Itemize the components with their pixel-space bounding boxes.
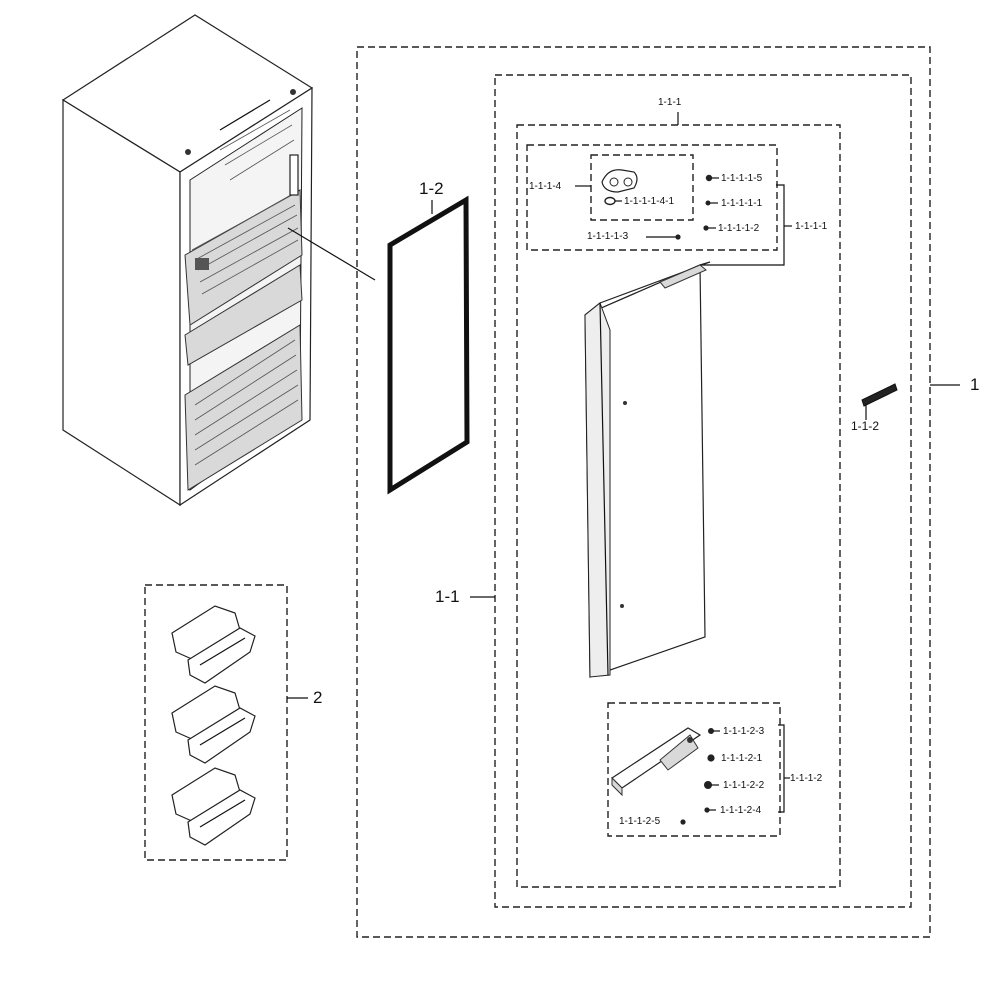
screw-icons-hinge bbox=[646, 174, 719, 240]
callout-1-1-1-1-3: 1-1-1-1-3 bbox=[587, 231, 629, 242]
callout-1-1-1-1-1: 1-1-1-1-1 bbox=[721, 198, 763, 209]
door-bin-2 bbox=[171, 685, 256, 764]
callout-1-1-1-2-1: 1-1-1-2-1 bbox=[721, 753, 763, 764]
group-box-1-1-1-2 bbox=[607, 702, 781, 837]
callout-1-1: 1-1 bbox=[435, 587, 460, 606]
callout-1-1-1-1-2: 1-1-1-1-2 bbox=[718, 223, 760, 234]
door-trim-strip bbox=[861, 383, 898, 420]
group-box-1-1-1-4 bbox=[590, 154, 694, 221]
hinge-washer bbox=[604, 196, 622, 206]
group-box-1 bbox=[356, 46, 931, 938]
callout-1-1-1-1: 1-1-1-1 bbox=[795, 221, 828, 232]
refrigerator-door bbox=[584, 261, 711, 678]
callout-1-1-1-top: 1-1-1 bbox=[658, 97, 682, 108]
callout-1-1-1-2-2: 1-1-1-2-2 bbox=[723, 780, 765, 791]
leader-line-gasket bbox=[287, 227, 376, 281]
screw-icons-lower bbox=[680, 728, 720, 825]
callout-1-1-1-1-5: 1-1-1-1-5 bbox=[721, 173, 763, 184]
callout-1-1-1-4: 1-1-1-4 bbox=[529, 181, 562, 192]
door-bins bbox=[171, 605, 256, 846]
callout-1-2: 1-2 bbox=[419, 179, 444, 198]
door-bin-1 bbox=[171, 605, 256, 684]
door-bin-3 bbox=[171, 767, 256, 846]
refrigerator-cabinet bbox=[61, 14, 314, 507]
callout-1-1-1-2-3: 1-1-1-2-3 bbox=[723, 726, 765, 737]
callout-1-1-1-2: 1-1-1-2 bbox=[790, 773, 823, 784]
lower-hinge-bracket bbox=[611, 727, 702, 797]
group-box-1-1-1-1 bbox=[526, 144, 778, 251]
callout-1-1-1-1-4-1: 1-1-1-1-4-1 bbox=[624, 196, 675, 207]
callout-1-1-2: 1-1-2 bbox=[851, 419, 880, 433]
callout-1-1-1-2-4: 1-1-1-2-4 bbox=[720, 805, 762, 816]
group-box-2 bbox=[144, 584, 288, 861]
door-gasket bbox=[387, 195, 470, 495]
upper-hinge bbox=[601, 169, 638, 193]
callout-1-1-1-2-5: 1-1-1-2-5 bbox=[619, 816, 661, 827]
bracket-1-1-1-1 bbox=[700, 184, 785, 266]
bracket-1-1-1-2 bbox=[778, 724, 785, 813]
group-box-1-1-1 bbox=[516, 124, 841, 888]
group-box-1-1 bbox=[494, 74, 912, 908]
callout-2: 2 bbox=[313, 688, 323, 707]
callout-1: 1 bbox=[970, 375, 980, 394]
